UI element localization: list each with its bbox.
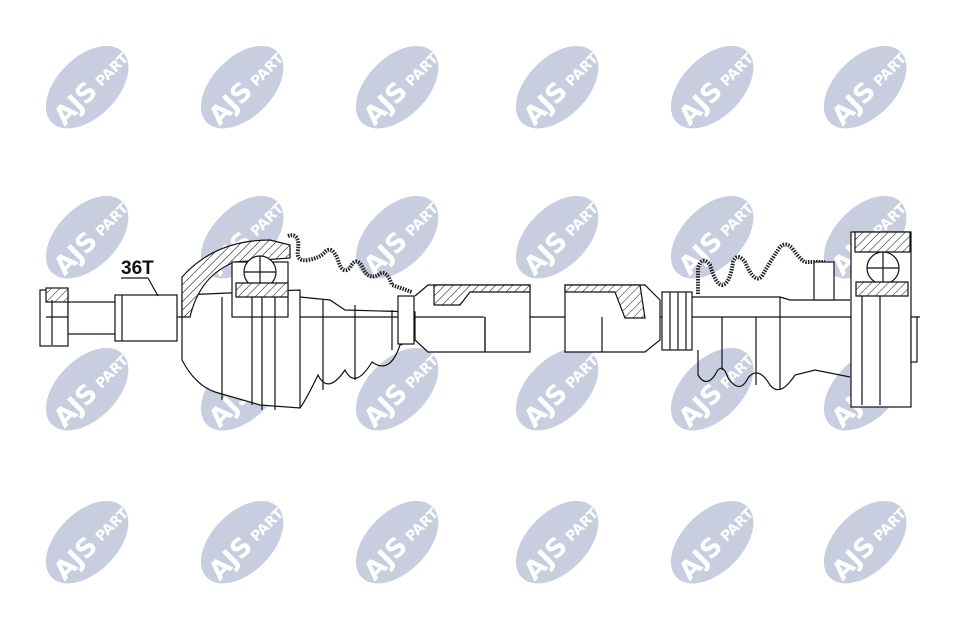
ajs-parts-watermark-logo: AJS PARTS (823, 44, 917, 132)
hub-nut (39, 287, 69, 347)
inner-cv-joint (850, 231, 918, 408)
ajs-parts-watermark-logo: AJS PARTS (670, 346, 764, 434)
ajs-parts-watermark-logo: AJS PARTS (45, 346, 139, 434)
ajs-parts-watermark-logo: AJS PARTS (823, 499, 917, 587)
ajs-parts-watermark-logo: AJS PARTS (200, 44, 294, 132)
outer-boot (287, 233, 416, 409)
outer-cv-joint (181, 239, 301, 410)
ajs-parts-watermark-logo: AJS PARTS (200, 499, 294, 587)
spline-count-label: 36T (121, 258, 154, 279)
shaft-left-segment (414, 284, 531, 353)
shaft-right-segment (564, 284, 661, 353)
ajs-parts-watermark-logo: AJS PARTS (355, 194, 449, 282)
ajs-parts-watermark-logo: AJS PARTS (45, 499, 139, 587)
ajs-parts-watermark-logo: AJS PARTS (515, 499, 609, 587)
ajs-parts-watermark-logo: AJS PARTS (355, 499, 449, 587)
ajs-parts-watermark-logo: AJS PARTS (670, 499, 764, 587)
ajs-parts-watermark-logo: AJS PARTS (515, 44, 609, 132)
ajs-parts-watermark-logo: AJS PARTS (45, 44, 139, 132)
ajs-parts-watermark-logo: AJS PARTS (515, 194, 609, 282)
ajs-parts-watermark-logo: AJS PARTS (355, 44, 449, 132)
drive-shaft: 36T (39, 231, 920, 410)
ajs-parts-watermark-logo: AJS PARTS (670, 44, 764, 132)
spline-label: 36T (121, 258, 159, 297)
stub-shaft (67, 294, 178, 342)
inner-boot (661, 242, 851, 391)
